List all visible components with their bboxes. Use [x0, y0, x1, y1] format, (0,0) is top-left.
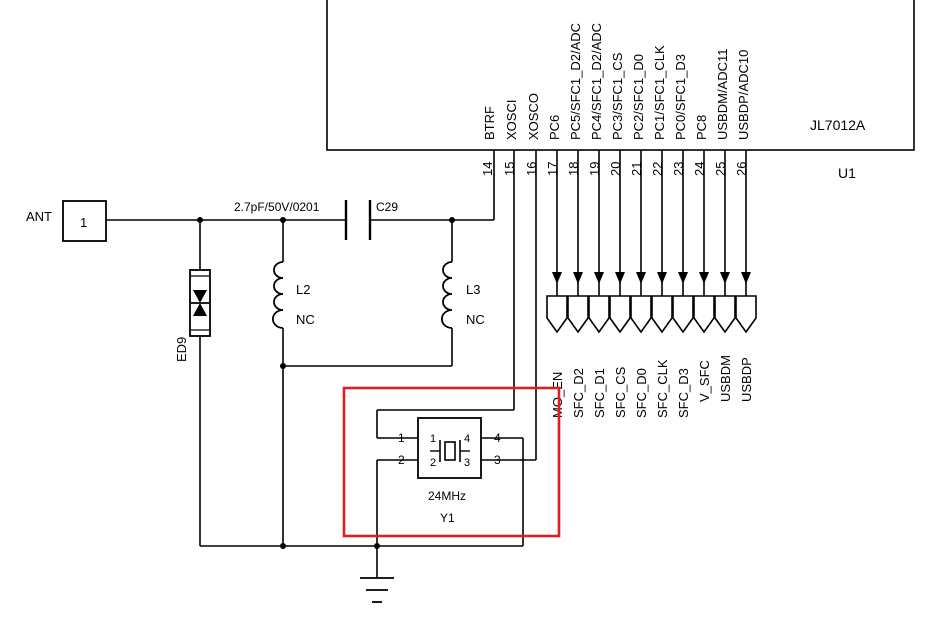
- net-label-usbdm: USBDM: [718, 355, 733, 402]
- pin-name-14: BTRF: [482, 106, 497, 140]
- inductor-l3-value: NC: [466, 312, 485, 327]
- crystal-inner-pin-1: 1: [430, 433, 436, 445]
- net-ports: [546, 295, 757, 334]
- chip-pin-numbers: 14 15 16 17 18 19 20 21 22 23 24 25 26: [480, 162, 749, 176]
- rf-wires: [106, 218, 524, 578]
- ground-symbol: [360, 577, 394, 603]
- net-label-sfc-cs: SFC_CS: [613, 366, 628, 418]
- antenna-pin: 1: [80, 215, 87, 230]
- crystal-inner-pin-4: 4: [464, 433, 470, 445]
- pin-num-14: 14: [480, 162, 495, 176]
- highlight-box: [342, 386, 561, 538]
- esd-ref: ED9: [174, 337, 189, 362]
- pin-name-26: USBDP/ADC10: [736, 50, 751, 140]
- inductor-l3: L3 NC: [440, 261, 485, 329]
- capacitor-c29: 2.7pF/50V/0201 C29: [234, 200, 398, 240]
- pin-name-15: XOSCI: [504, 100, 519, 140]
- pin-name-24: PC8: [694, 115, 709, 140]
- inductor-l2-ref: L2: [296, 282, 310, 297]
- net-label-sfc-d2: SFC_D2: [571, 368, 586, 418]
- pin-name-21: PC2/SFC1_D0: [631, 54, 646, 140]
- net-label-sfc-d3: SFC_D3: [676, 368, 691, 418]
- crystal-inner-pin-2: 2: [430, 457, 436, 469]
- pin-name-17: PC6: [547, 115, 562, 140]
- chip-part-label: JL7012A: [810, 117, 866, 133]
- inductor-l2: L2 NC: [271, 261, 315, 329]
- net-labels: MO_EN SFC_D2 SFC_D1 SFC_CS SFC_D0 SFC_CL…: [550, 355, 754, 418]
- junction-dots: [197, 217, 455, 549]
- capacitor-value: 2.7pF/50V/0201: [234, 200, 320, 214]
- crystal-pin-2: 2: [398, 453, 405, 467]
- pin-name-22: PC1/SFC1_CLK: [652, 45, 667, 140]
- pin-name-20: PC3/SFC1_CS: [610, 52, 625, 140]
- esd-diode-ed9: ED9: [174, 269, 211, 362]
- crystal-pin-4: 4: [494, 431, 501, 445]
- crystal-freq: 24MHz: [428, 489, 466, 503]
- crystal-pin-3: 3: [494, 453, 501, 467]
- chip-ref-label: U1: [838, 165, 856, 181]
- net-label-v-sfc: V_SFC: [697, 360, 712, 402]
- crystal-y1: 1 2 4 3 1 2 4 3 24MHz Y1: [398, 417, 501, 525]
- pin-name-19: PC4/SFC1_D2/ADC: [589, 23, 604, 140]
- net-label-sfc-d0: SFC_D0: [634, 368, 649, 418]
- bus-arrows: [552, 272, 751, 284]
- net-label-usbdp: USBDP: [739, 357, 754, 402]
- pin-name-18: PC5/SFC1_D2/ADC: [568, 23, 583, 140]
- antenna-label: ANT: [26, 209, 52, 224]
- crystal-pin-1: 1: [398, 431, 405, 445]
- antenna: ANT 1: [26, 200, 107, 242]
- chip-pin-lines: [493, 150, 747, 460]
- capacitor-ref: C29: [376, 200, 398, 214]
- inductor-l3-ref: L3: [466, 282, 480, 297]
- crystal-inner-pin-3: 3: [464, 457, 470, 469]
- net-label-mo-en: MO_EN: [550, 372, 565, 418]
- inductor-l2-value: NC: [296, 312, 315, 327]
- crystal-ref: Y1: [440, 511, 455, 525]
- pin-name-25: USBDM/ADC11: [715, 48, 730, 140]
- net-label-sfc-clk: SFC_CLK: [655, 359, 670, 418]
- antenna-box: [62, 200, 107, 242]
- chip-pin-names: BTRF XOSCI XOSCO PC6 PC5/SFC1_D2/ADC PC4…: [482, 23, 751, 140]
- crystal-wires: [376, 409, 536, 546]
- pin-name-16: XOSCO: [526, 93, 541, 140]
- net-label-sfc-d1: SFC_D1: [592, 368, 607, 418]
- pin-name-23: PC0/SFC1_D3: [673, 54, 688, 140]
